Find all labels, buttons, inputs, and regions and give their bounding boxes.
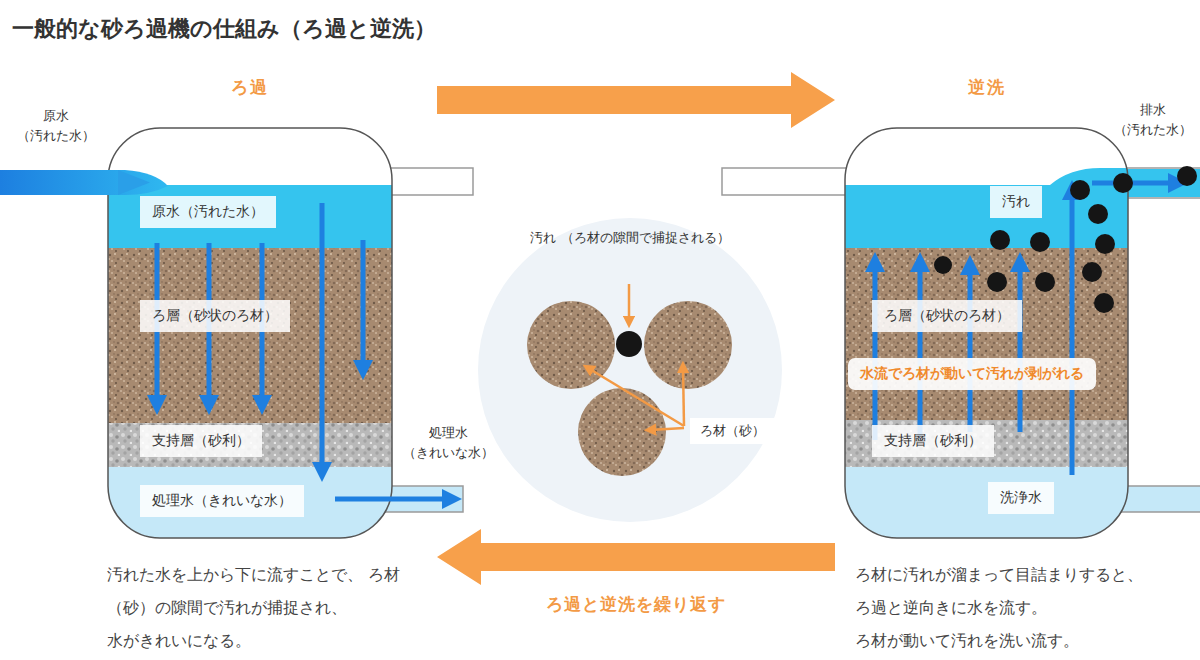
right-tank-outline	[845, 128, 1128, 538]
drawing-part	[1082, 262, 1102, 282]
drawing-part	[320, 203, 325, 472]
drawing-part	[1035, 272, 1055, 292]
detail-label: 汚れ （ろ材の隙間で捕捉される）	[530, 228, 730, 248]
cycle-arrow	[437, 72, 835, 128]
drawing-part	[845, 420, 1128, 467]
dirt-particle	[616, 331, 642, 357]
layer-label-box: 支持層（砂利）	[872, 425, 994, 457]
drawing-part	[108, 423, 392, 467]
leader-lines	[588, 284, 684, 430]
layer-label-box: ろ層（砂状のろ材）	[872, 300, 1022, 332]
inflow-water	[0, 170, 168, 195]
layer-label-box: 洗浄水	[988, 482, 1054, 514]
wash-pipe	[1120, 486, 1200, 512]
tank-node: 逆洗汚れろ層（砂状のろ材） 水流でろ材が動いて汚れが剥がれる支持層（砂利） 洗浄水	[845, 70, 1128, 540]
sand-grain	[644, 301, 732, 389]
layer-label-box: 処理水（きれいな水）	[140, 485, 304, 517]
drawing-part	[987, 272, 1007, 292]
layer-label-box: 汚れ	[990, 186, 1042, 218]
drawing-part	[990, 230, 1010, 250]
dirt-particles	[934, 166, 1197, 313]
box-text: 水流でろ材が動いて汚れが剥がれる	[860, 365, 1084, 383]
drawing-part	[1113, 173, 1133, 193]
detail-circle	[478, 218, 782, 522]
drawing-part	[1177, 166, 1197, 186]
tank-heading: ろ過	[108, 76, 392, 99]
drawing-part	[335, 497, 452, 502]
box-text: 原水（汚れた水）	[152, 203, 264, 221]
tank-heading: 逆洗	[845, 76, 1128, 99]
box-text: 汚れ	[1002, 193, 1030, 211]
drawing-part	[845, 248, 1128, 420]
drawing-part	[1092, 181, 1178, 186]
backwash-caption: ろ材に汚れが溜まって目詰まりすると、 ろ過と逆向きに水を流す。 ろ材が動いて汚れ…	[855, 558, 1175, 657]
filter-caption: 汚れた水を上から下に流すことで、 ろ材（砂）の隙間で汚れが捕捉され、 水がきれい…	[107, 558, 407, 657]
edge-label: ろ過と逆洗を繰り返す	[546, 593, 726, 616]
drawing-part	[108, 467, 392, 538]
outlet-label: 処理水 （きれいな水）	[398, 423, 498, 463]
drawing-part	[873, 262, 878, 440]
cycle-arrow	[437, 529, 835, 585]
drawing-part	[968, 265, 973, 432]
drawing-part	[628, 284, 631, 322]
box-text: ろ層（砂状のろ材）	[884, 307, 1010, 325]
media-label: ろ材（砂）	[690, 418, 775, 444]
diagram-title: 一般的な砂ろ過機の仕組み（ろ過と逆洗）	[12, 14, 436, 44]
callout-box: 水流でろ材が動いて汚れが剥がれる	[848, 358, 1096, 390]
drawing-part	[918, 262, 923, 440]
inlet-label: 原水 （汚れた水）	[8, 106, 103, 146]
layer-label-box: 支持層（砂利）	[140, 425, 262, 457]
drawing-part	[683, 367, 684, 426]
box-text: 処理水（きれいな水）	[152, 492, 292, 510]
drain-label: 排水 （汚れた水）	[1108, 100, 1198, 140]
tank-node: ろ過原水（汚れた水） ろ層（砂状のろ材） 支持層（砂利） 処理水（きれいな水）	[108, 70, 392, 540]
right-tank-fill	[845, 128, 1128, 538]
drawing-part	[1094, 293, 1114, 313]
drawing-part	[845, 467, 1128, 538]
layer-label-box: ろ層（砂状のろ材）	[140, 300, 290, 332]
outlet-pipe	[385, 168, 473, 195]
box-text: 支持層（砂利）	[884, 432, 982, 450]
sand-grain	[578, 388, 666, 476]
inlet-pipe	[722, 168, 852, 195]
drawing-part	[1095, 234, 1115, 254]
box-text: ろ層（砂状のろ材）	[152, 307, 278, 325]
drawing-part	[1030, 232, 1050, 252]
drawing-part	[361, 240, 366, 370]
drawing-part	[1088, 204, 1108, 224]
drawing-part	[1018, 262, 1023, 432]
layer-label-box: 原水（汚れた水）	[140, 196, 276, 228]
drawing-part	[108, 185, 392, 248]
inflow-arrowhead	[118, 170, 150, 195]
drawing-part	[588, 368, 684, 426]
drawing-part	[108, 248, 392, 423]
drawing-part	[1070, 180, 1090, 200]
drawing-part	[650, 428, 684, 430]
drawing-part	[1070, 190, 1075, 475]
box-text: 洗浄水	[1000, 489, 1042, 507]
drawing-part	[934, 256, 952, 274]
box-text: 支持層（砂利）	[152, 432, 250, 450]
